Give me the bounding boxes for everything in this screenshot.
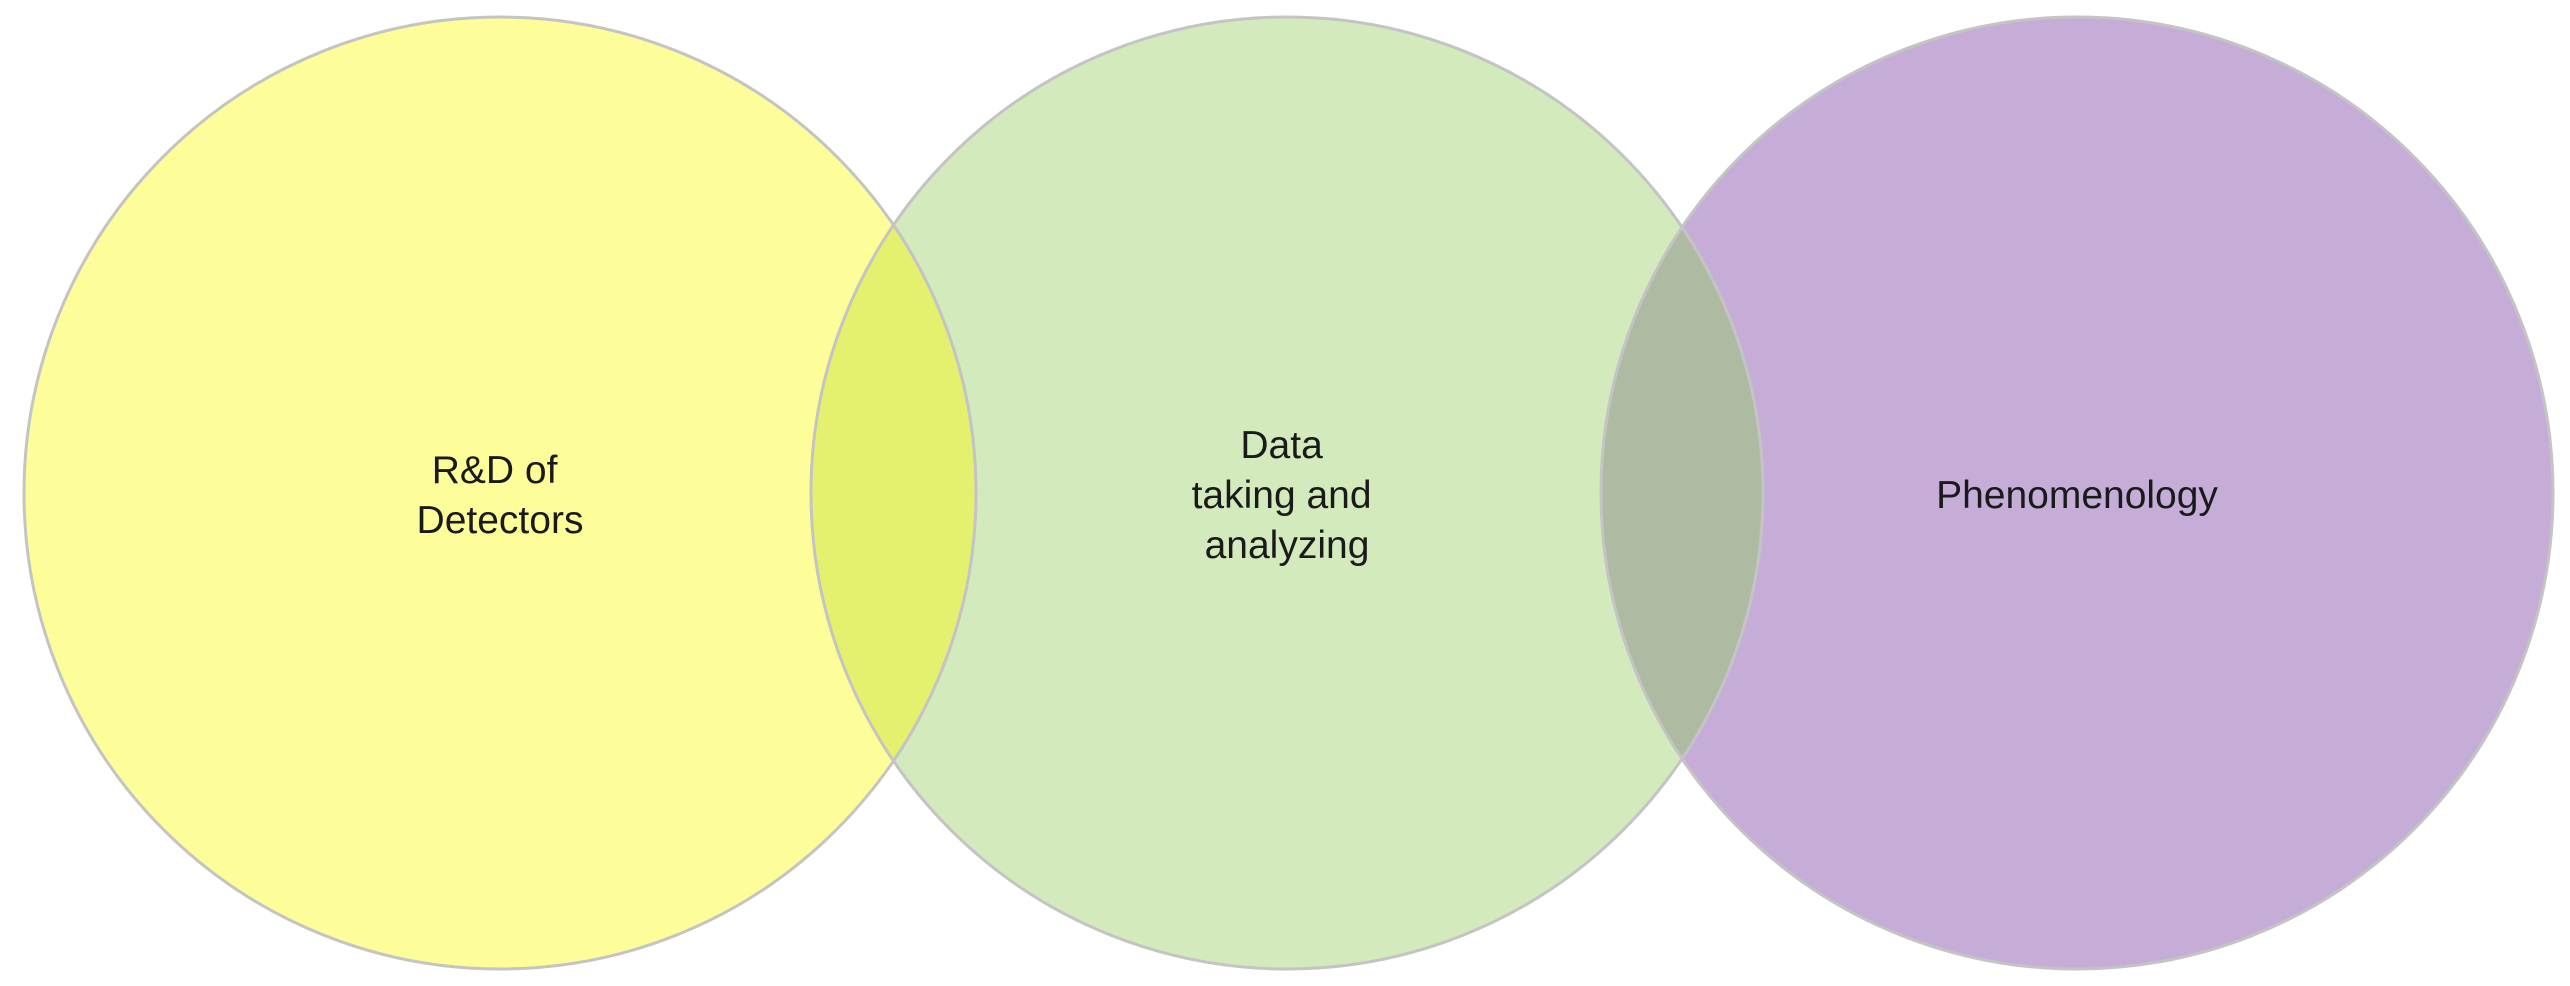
venn-label-data-line: taking and bbox=[1192, 474, 1372, 517]
venn-label-rnd-line: Detectors bbox=[417, 499, 584, 542]
venn-label-data: Data taking and analyzing bbox=[1192, 424, 1383, 567]
venn-outline-data bbox=[809, 15, 1765, 971]
venn-circle-rnd bbox=[24, 17, 976, 969]
venn-circle-data bbox=[811, 17, 1763, 969]
venn-label-rnd: R&D of Detectors bbox=[417, 449, 584, 542]
venn-label-data-line: analyzing bbox=[1205, 524, 1370, 567]
venn-outline-rnd bbox=[22, 15, 978, 971]
venn-label-rnd-line: R&D of bbox=[432, 449, 558, 492]
venn-circle-phenomenology bbox=[1601, 17, 2553, 969]
venn-label-phenomenology-line: Phenomenology bbox=[1936, 474, 2218, 517]
venn-outline-phenomenology bbox=[1599, 15, 2555, 971]
venn-label-data-line: Data bbox=[1240, 424, 1323, 467]
venn-label-phenomenology: Phenomenology bbox=[1936, 474, 2218, 517]
